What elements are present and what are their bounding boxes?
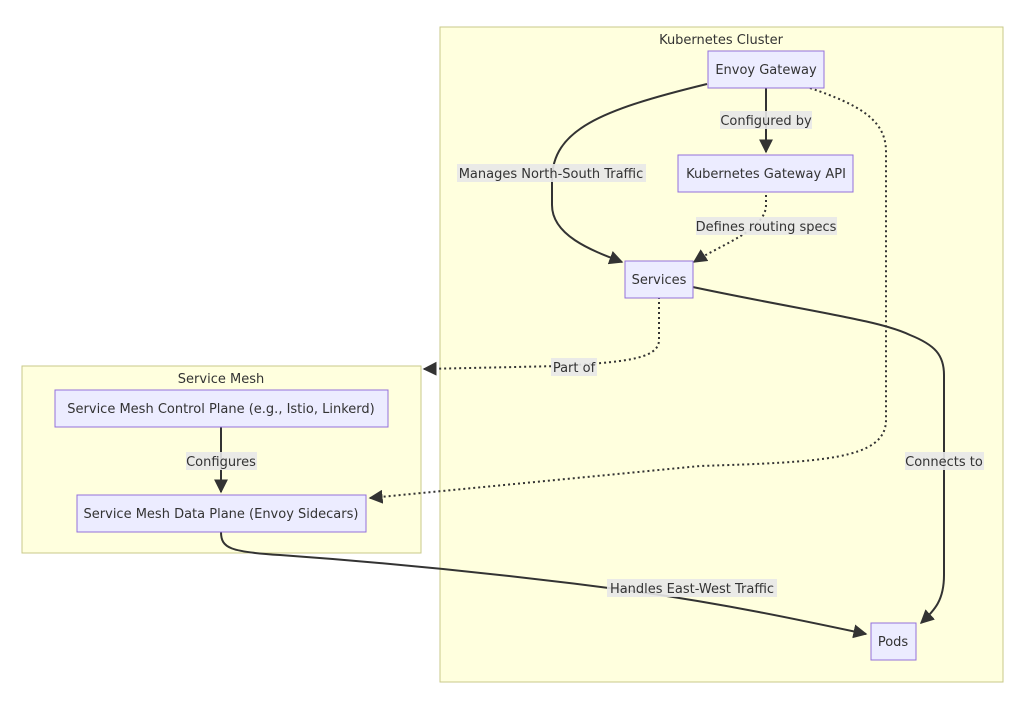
svg-text:Kubernetes Gateway API: Kubernetes Gateway API (686, 167, 846, 182)
svg-text:Handles East-West Traffic: Handles East-West Traffic (610, 582, 774, 597)
edge-services-to-mesh (422, 297, 660, 376)
edge-label-east-west: Handles East-West Traffic (607, 579, 777, 597)
svg-text:Envoy Gateway: Envoy Gateway (715, 63, 817, 78)
svg-text:Defines routing specs: Defines routing specs (696, 220, 837, 235)
cluster-service-mesh-label: Service Mesh (178, 372, 264, 387)
node-pods[interactable]: Pods (870, 622, 917, 661)
cluster-kubernetes-label: Kubernetes Cluster (659, 33, 784, 48)
edge-label-north-south: Manages North-South Traffic (457, 164, 646, 182)
svg-text:Service Mesh Data Plane (Envoy: Service Mesh Data Plane (Envoy Sidecars) (84, 507, 359, 522)
svg-text:Configured by: Configured by (720, 114, 812, 129)
edge-services-to-pods (687, 285, 945, 624)
edge-label-configured-by: Configured by (720, 111, 812, 129)
svg-text:Configures: Configures (186, 455, 256, 470)
edge-envoy-to-dataplane (368, 87, 887, 504)
svg-text:Connects to: Connects to (905, 455, 983, 470)
edge-label-configures: Configures (186, 452, 257, 470)
edge-label-connects-to: Connects to (905, 452, 984, 470)
node-envoy-gateway[interactable]: Envoy Gateway (707, 50, 825, 89)
svg-text:Manages North-South Traffic: Manages North-South Traffic (459, 167, 644, 182)
node-control-plane[interactable]: Service Mesh Control Plane (e.g., Istio,… (54, 389, 389, 428)
cluster-kubernetes: Kubernetes Cluster (439, 26, 1004, 683)
node-kubernetes-gateway-api[interactable]: Kubernetes Gateway API (677, 154, 854, 193)
svg-text:Services: Services (632, 273, 687, 288)
svg-text:Part of: Part of (553, 361, 596, 376)
svg-text:Service Mesh Control Plane (e.: Service Mesh Control Plane (e.g., Istio,… (67, 402, 374, 417)
node-services[interactable]: Services (624, 260, 694, 299)
node-data-plane[interactable]: Service Mesh Data Plane (Envoy Sidecars) (76, 494, 367, 533)
edge-label-part-of: Part of (551, 358, 597, 376)
edge-label-routing-specs: Defines routing specs (696, 217, 837, 235)
svg-text:Pods: Pods (878, 635, 909, 650)
edge-dataplane-to-pods (220, 531, 868, 639)
